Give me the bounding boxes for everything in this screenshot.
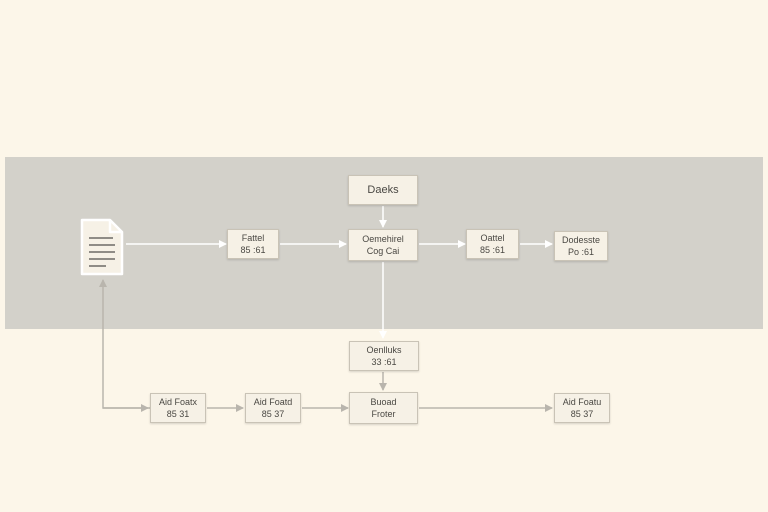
node-bottom-center[interactable]: Buoad Froter [349, 392, 418, 424]
node-mid-line1: Oenlluks [366, 345, 402, 355]
node-bottom-right-line1: Aid Foatu [562, 397, 602, 407]
node-c-line2: Po :61 [567, 247, 595, 257]
node-top[interactable]: Daeks [348, 175, 418, 205]
node-b-line2: 85 :61 [479, 245, 506, 255]
node-bottom-left-1-line2: 85 31 [166, 409, 190, 419]
node-bottom-left-2-line1: Aid Foatd [253, 397, 293, 407]
node-a-line2: 85 :61 [240, 245, 266, 255]
node-b[interactable]: Oattel 85 :61 [466, 229, 519, 259]
node-bottom-right[interactable]: Aid Foatu 85 37 [554, 393, 610, 423]
edge-bl1-to-doc [99, 279, 150, 409]
node-b-line1: Oattel [480, 233, 505, 243]
node-center-line2: Cog Cai [366, 246, 400, 256]
node-bottom-left-1-line1: Aid Foatx [158, 397, 198, 407]
node-a-line1: Fattel [241, 233, 265, 243]
node-center-line1: Oemehirel [362, 234, 404, 244]
node-bottom-center-line1: Buoad [370, 397, 397, 407]
node-bottom-center-line2: Froter [371, 409, 396, 419]
node-mid[interactable]: Oenlluks 33 :61 [349, 341, 419, 371]
node-c-line1: Dodesste [561, 235, 601, 245]
node-center[interactable]: Oemehirel Cog Cai [348, 229, 418, 261]
node-bottom-left-1[interactable]: Aid Foatx 85 31 [150, 393, 206, 423]
document-icon [80, 218, 124, 276]
node-c[interactable]: Dodesste Po :61 [554, 231, 608, 261]
node-mid-line2: 33 :61 [371, 357, 397, 367]
node-a[interactable]: Fattel 85 :61 [227, 229, 279, 259]
node-top-label: Daeks [367, 184, 399, 196]
node-bottom-left-2-line2: 85 37 [261, 409, 285, 419]
node-bottom-right-line2: 85 37 [570, 409, 594, 419]
node-bottom-left-2[interactable]: Aid Foatd 85 37 [245, 393, 301, 423]
